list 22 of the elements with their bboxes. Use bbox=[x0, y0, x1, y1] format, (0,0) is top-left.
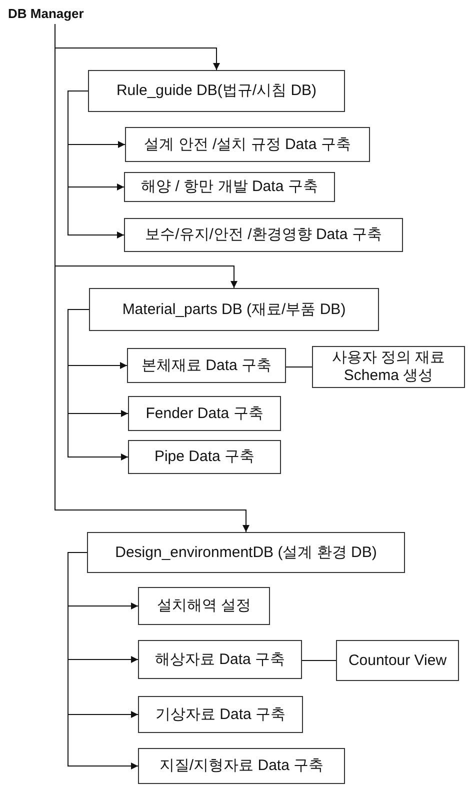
connector-line bbox=[286, 366, 312, 368]
arrow bbox=[68, 90, 124, 238]
arrow bbox=[68, 552, 138, 770]
process-box: 해양 / 항만 개발 Data 구축 bbox=[124, 172, 335, 202]
arrow bbox=[54, 24, 250, 532]
process-box: Pipe Data 구축 bbox=[128, 440, 281, 474]
process-box: 설치해역 설정 bbox=[138, 587, 270, 625]
process-box: 사용자 정의 재료 Schema 생성 bbox=[312, 346, 465, 388]
process-box: Material_parts DB (재료/부품 DB) bbox=[89, 288, 379, 331]
process-box: 지질/지형자료 Data 구축 bbox=[138, 748, 345, 784]
process-box: Countour View bbox=[336, 640, 459, 681]
process-box: Fender Data 구축 bbox=[128, 396, 281, 431]
process-box: 해상자료 Data 구축 bbox=[138, 640, 302, 679]
connector-line bbox=[302, 660, 336, 661]
process-box: Design_environmentDB (설계 환경 DB) bbox=[87, 532, 405, 573]
process-box: 기상자료 Data 구축 bbox=[138, 696, 303, 733]
arrow bbox=[68, 309, 128, 460]
process-box: 본체재료 Data 구축 bbox=[127, 348, 286, 383]
process-box: 보수/유지/안전 /환경영향 Data 구축 bbox=[124, 218, 403, 252]
process-box: 설계 안전 /설치 규정 Data 구축 bbox=[125, 127, 370, 162]
process-box: Rule_guide DB(법규/시침 DB) bbox=[88, 70, 345, 112]
heading-text: DB Manager bbox=[8, 6, 84, 21]
